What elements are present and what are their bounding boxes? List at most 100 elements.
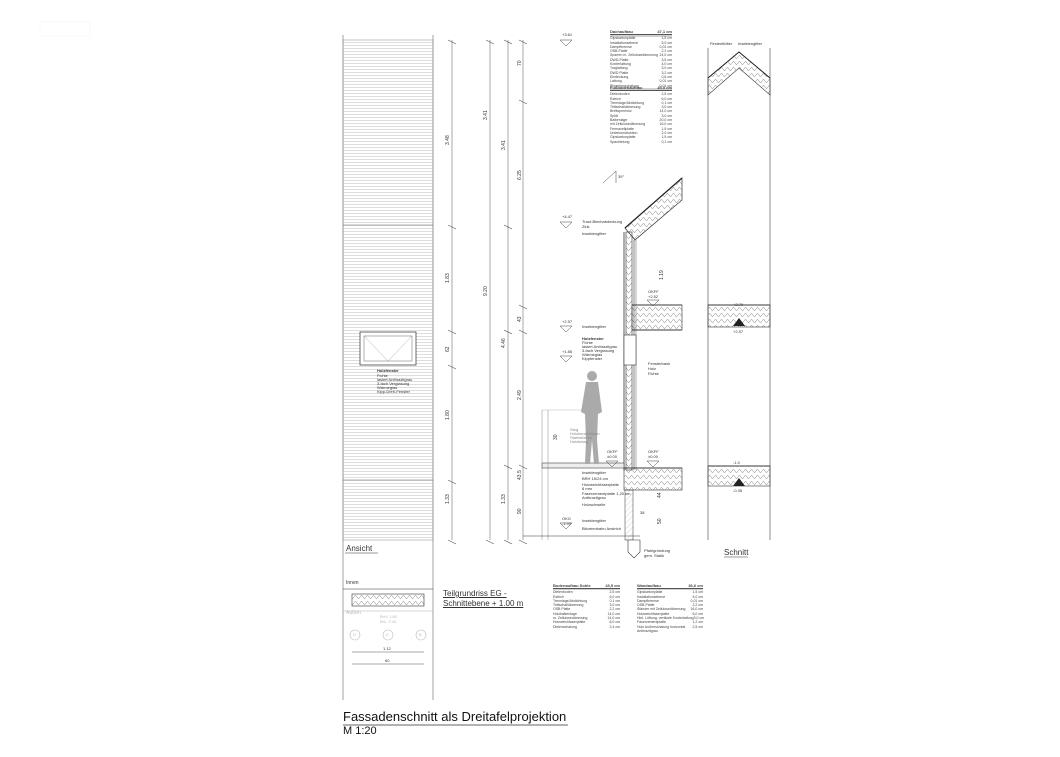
upper-floor-slab xyxy=(631,304,683,331)
section-dim: 3.41 xyxy=(483,110,489,120)
sheet-scale: M 1:20 xyxy=(343,725,377,737)
elevation-siding xyxy=(342,39,434,541)
note-insekt3: Insektengitter xyxy=(582,470,607,475)
note-holzfenster-line: Wärmeglas xyxy=(582,352,603,357)
note-bitumen: Bitumenbahn Anstrich xyxy=(582,526,621,531)
section-dim: 43 xyxy=(517,316,523,322)
section-dim: 3.41 xyxy=(501,140,507,150)
stair-text: Stahlstützen xyxy=(570,435,593,440)
dim-50: 50 xyxy=(657,518,663,524)
section-dim: 90 xyxy=(517,508,523,514)
ansicht-dim: 1.83 xyxy=(445,273,451,283)
note-holzfenster-line: lasiert Anthrazitgrau xyxy=(582,344,618,349)
schnitt-level: -1.0 xyxy=(733,460,740,465)
level-window: +1.85 xyxy=(562,349,573,354)
level-top: +3.61 xyxy=(562,32,573,37)
ansicht-dim: 1.80 xyxy=(445,410,451,420)
section-dim: 2.49 xyxy=(517,390,523,400)
plan-label-brl: BrL: 2.40 xyxy=(380,619,397,624)
level-right-okff-val: +2.52 xyxy=(648,294,659,299)
plan-dim-total: 60 xyxy=(385,658,390,663)
plan-label-aussen: Außen xyxy=(346,610,361,616)
note-pfahl: Pfahlgründung xyxy=(644,548,671,553)
ground-floor-slab xyxy=(623,467,683,491)
plan-label-innen: Innen xyxy=(346,580,359,586)
note-fensterbank: Fensterbank xyxy=(648,361,671,366)
ansicht-window-line: Wärmeglas xyxy=(377,385,398,390)
note-insekt-bottom: Insektengitter xyxy=(582,518,607,523)
ansicht-dim: 62 xyxy=(445,346,451,352)
level-okg: -1.03 xyxy=(562,521,572,526)
ansicht-window-line: lasiert Anthrazitgrau xyxy=(377,377,413,382)
schnitt-level: +2.70 xyxy=(733,302,744,307)
stair-text: Holzbelag xyxy=(570,439,588,444)
note-first: Firstentlüfter xyxy=(710,41,733,46)
dim-44: 44 xyxy=(657,492,663,498)
level-okg-label: OKG xyxy=(562,516,571,521)
dim-38: 38 xyxy=(640,510,645,515)
sheet-title: Fassadenschnitt als Dreitafelprojektion xyxy=(343,709,567,724)
ansicht-dim: 3.48 xyxy=(445,135,451,145)
section-dim: 9.20 xyxy=(483,286,489,296)
note-brh: BRH 15/24 cm xyxy=(582,476,609,481)
note-holzfenster-line: Fichte xyxy=(582,340,593,345)
section-dim: 43.5 xyxy=(517,470,523,480)
note-fensterbank-line: Holz xyxy=(648,366,657,371)
ansicht-window-title: Holzfenster xyxy=(377,368,399,373)
note-holzweich: Holzweichfaserplatte xyxy=(582,482,619,487)
stair-text: Steg xyxy=(570,427,579,432)
section-dim: 6.25 xyxy=(517,170,523,180)
note-faser2: Anthrazitgrau xyxy=(582,495,606,500)
floor-plan-strip xyxy=(343,588,433,665)
schnitt-level: -0.35 xyxy=(733,488,743,493)
note-pfahl2: gem. Statik xyxy=(644,553,665,558)
ansicht-window-line: Fichte xyxy=(377,373,388,378)
dim-30: 30 xyxy=(553,434,559,440)
level-eave: +4.47 xyxy=(562,214,573,219)
note-slope: 39° xyxy=(618,174,625,179)
section-wall xyxy=(623,231,637,471)
note-holzweich2: 8 mm xyxy=(582,486,592,491)
ansicht-dim: 1.33 xyxy=(445,494,451,504)
axis-d: D xyxy=(353,632,356,637)
section-dim: 4.46 xyxy=(501,338,507,348)
axis-c: C xyxy=(386,632,389,637)
section-dim: 70 xyxy=(517,60,523,66)
table-row: Anthrazitgrau xyxy=(637,628,658,633)
note-holzfenster: Holzfenster xyxy=(582,336,604,341)
axis-b: B xyxy=(419,632,422,637)
plan-label-brh: BrH: 1.60 xyxy=(380,614,397,619)
note-holzfenster-line: 3-fach Verglasung xyxy=(582,348,615,353)
